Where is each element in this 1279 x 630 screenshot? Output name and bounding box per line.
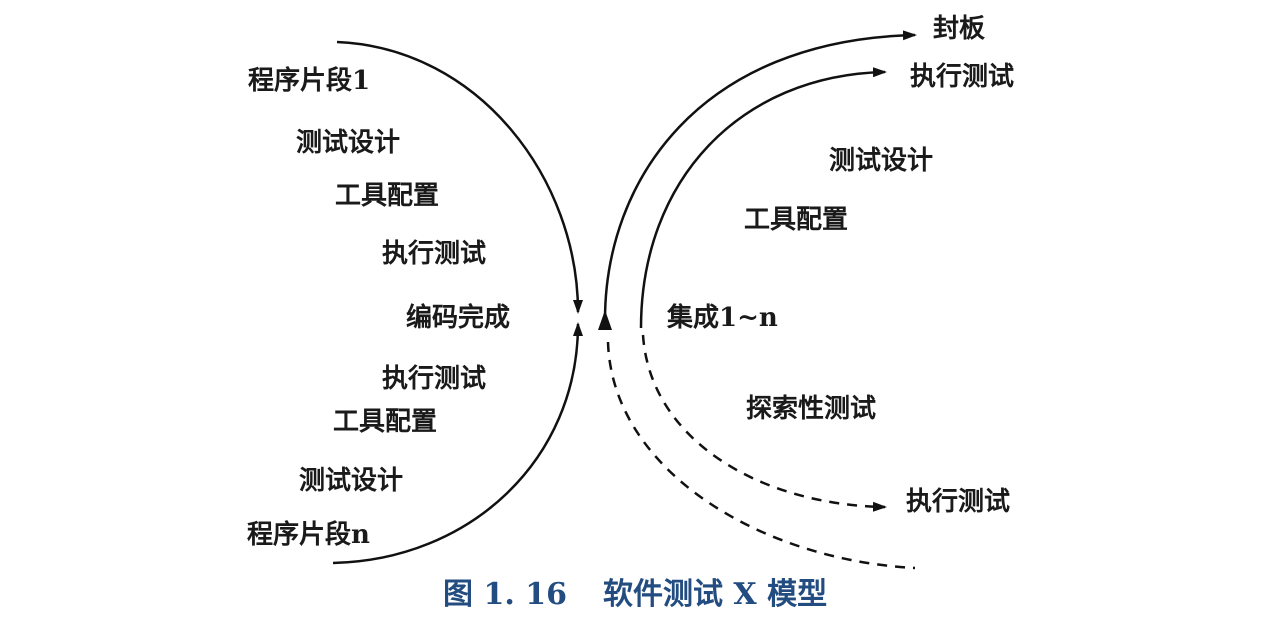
label-coding-complete: 编码完成 <box>406 303 511 333</box>
right-outer-dashed-arc <box>606 341 916 570</box>
right-inner-arc <box>639 67 887 329</box>
figure-caption: 图 1. 16 软件测试 X 模型 <box>443 580 863 610</box>
label-program-segment-1: 程序片段1 <box>248 66 371 96</box>
label-execute-test-top: 执行测试 <box>910 62 1015 92</box>
figure-number: 图 1. 16 <box>443 577 567 612</box>
label-tool-config: 工具配置 <box>333 407 438 437</box>
label-execute-test: 执行测试 <box>382 364 487 394</box>
right-inner-dashed-arc <box>641 334 887 512</box>
label-test-design-right: 测试设计 <box>829 146 934 176</box>
label-test-design: 测试设计 <box>296 128 401 158</box>
label-exploratory-test: 探索性测试 <box>746 394 877 424</box>
figure-title: 软件测试 X 模型 <box>602 577 828 612</box>
label-test-design: 测试设计 <box>299 466 404 496</box>
right-outer-arc <box>603 30 917 321</box>
label-program-segment-n: 程序片段n <box>247 520 370 550</box>
left-arc-lower <box>332 322 583 565</box>
up-arrowhead <box>598 310 612 330</box>
left-arc-upper <box>336 40 583 314</box>
label-execute-test: 执行测试 <box>382 239 487 269</box>
label-tool-config-right: 工具配置 <box>744 205 849 235</box>
label-tool-config: 工具配置 <box>335 181 440 211</box>
label-integration: 集成1~n <box>667 303 778 333</box>
label-execute-test-bottom: 执行测试 <box>906 487 1011 517</box>
label-freeze: 封板 <box>933 14 986 44</box>
